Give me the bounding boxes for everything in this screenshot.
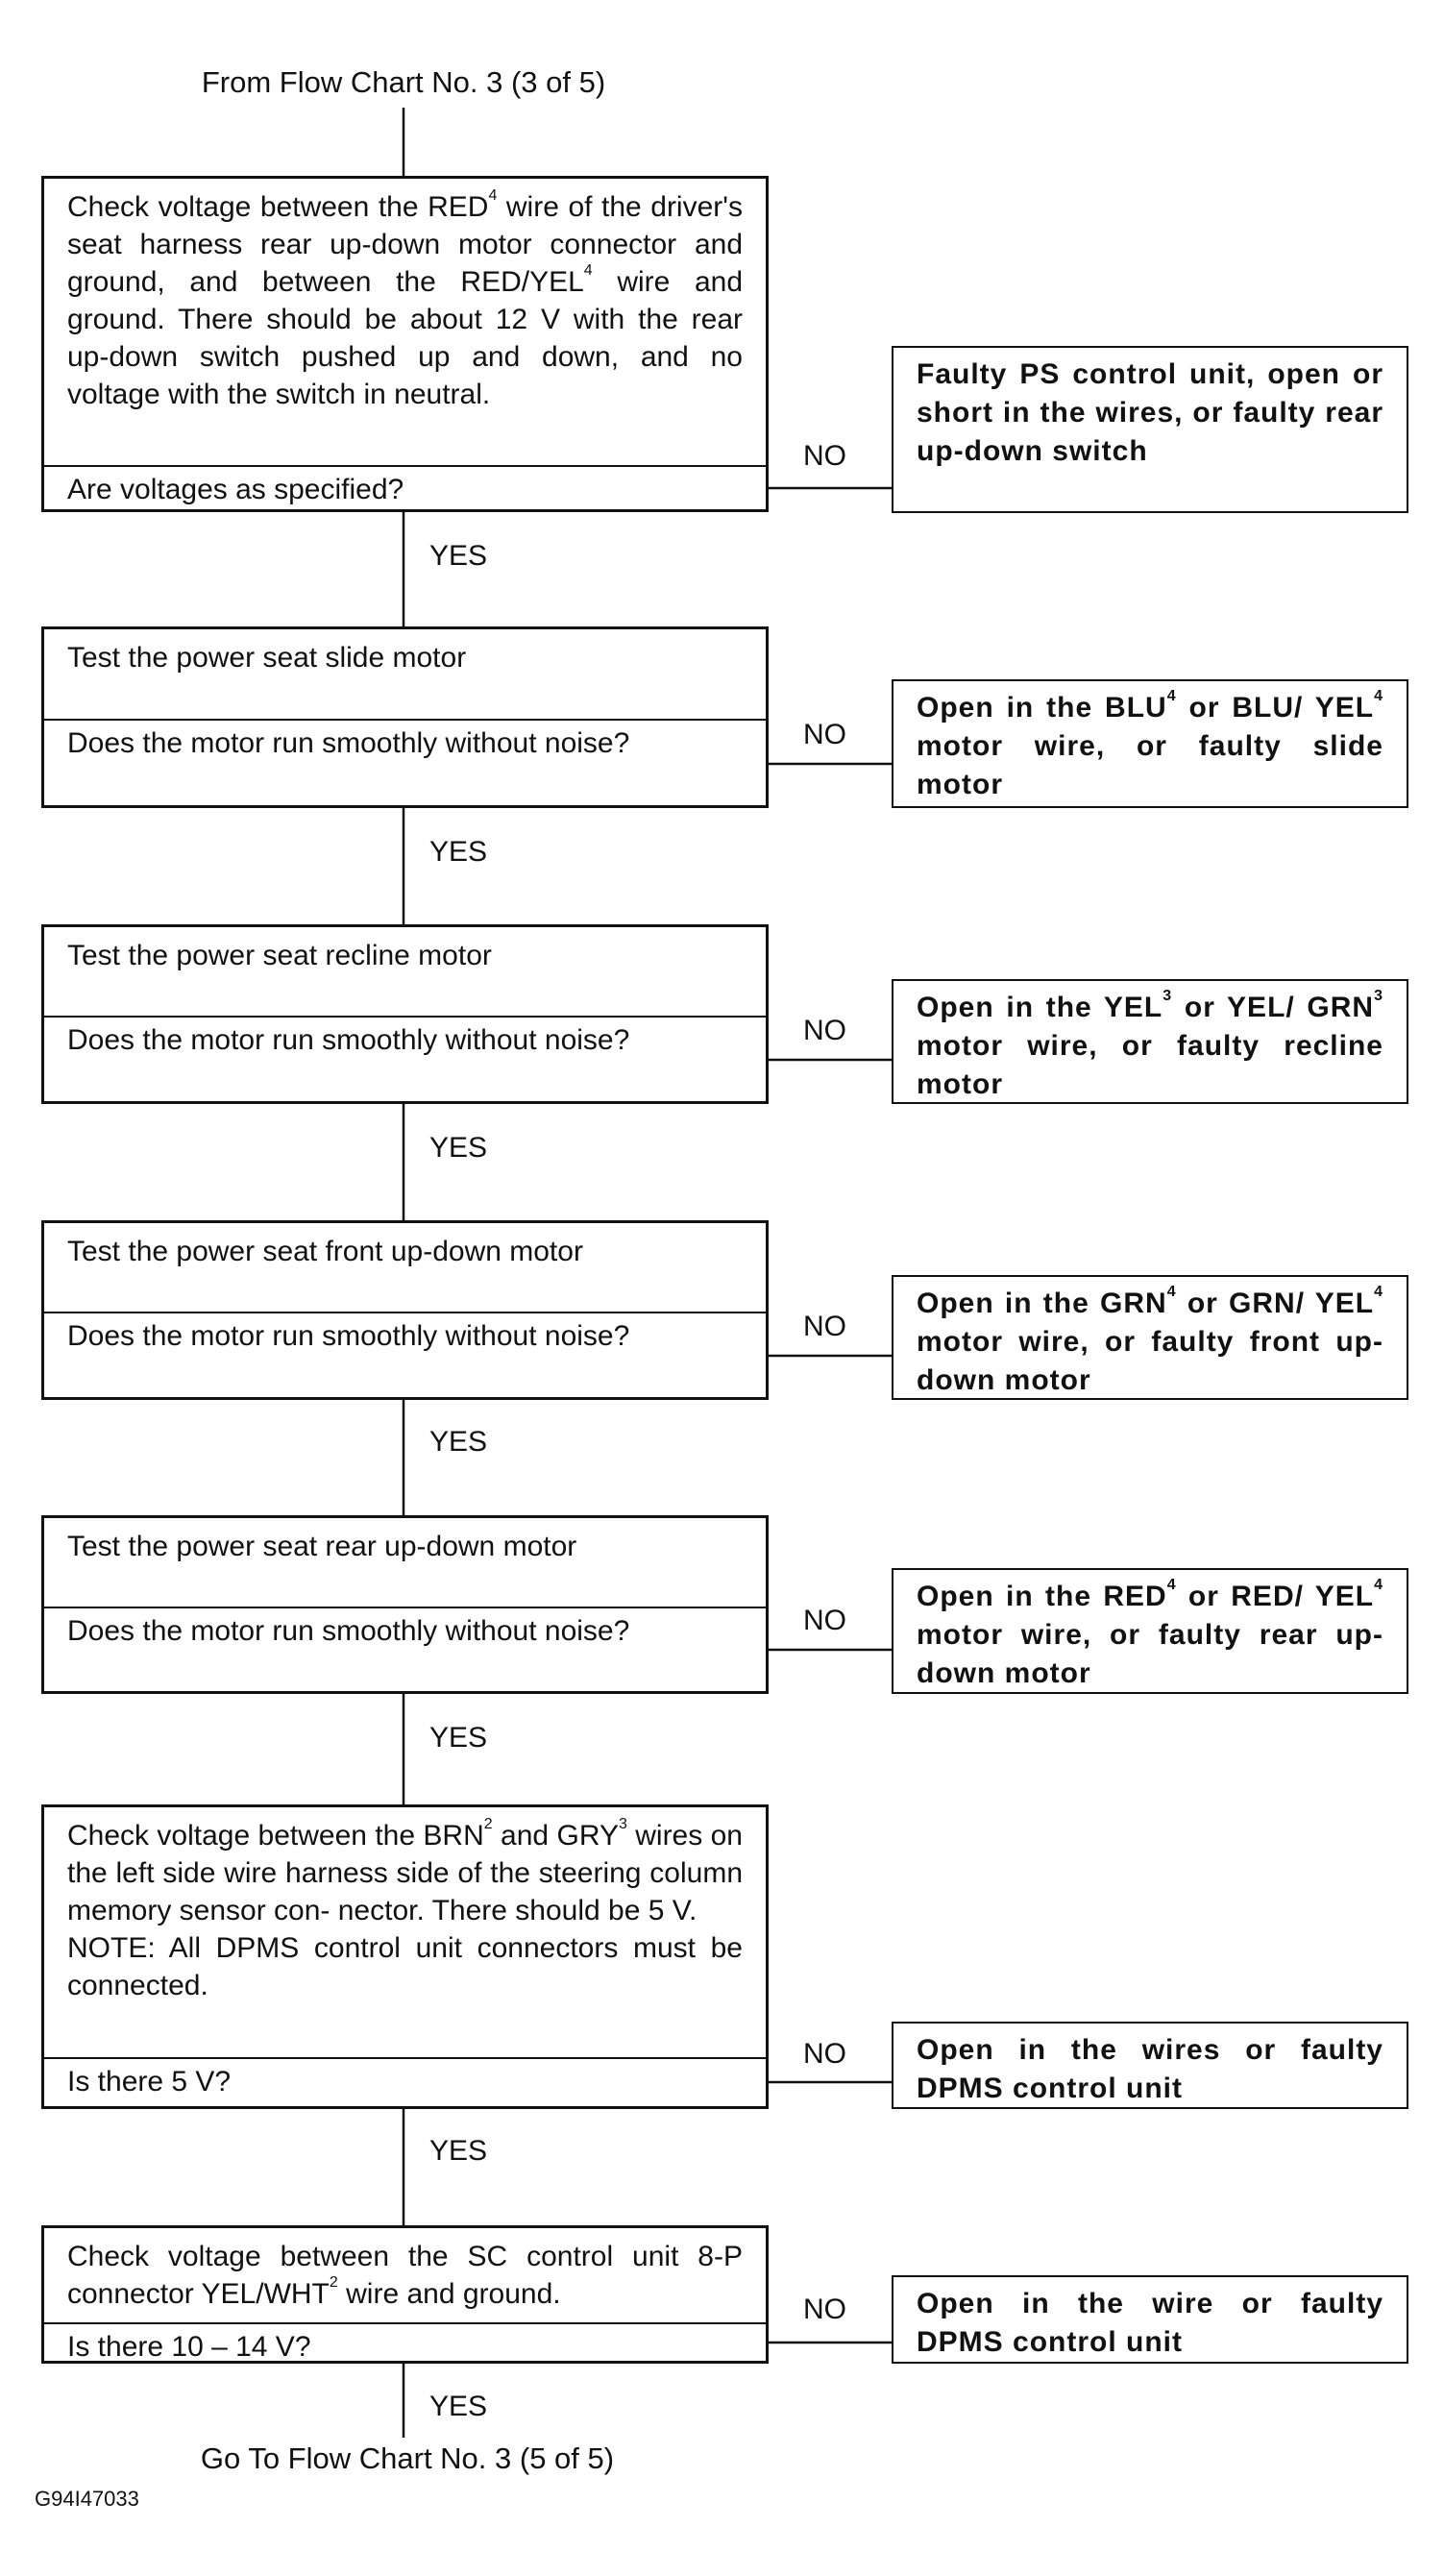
step-6-question: Is there 5 V? (44, 2057, 766, 2100)
step-4-no-result: Open in the GRN4 or GRN/ YEL4 motor wire… (892, 1275, 1408, 1400)
end-terminal: Go To Flow Chart No. 3 (5 of 5) (200, 2441, 615, 2475)
yes-label-1: YES (429, 540, 488, 572)
step-1-action: Check voltage between the RED4 wire of t… (67, 187, 743, 411)
yes-label-5: YES (429, 1722, 488, 1754)
step-2-action: Test the power seat slide motor (67, 642, 467, 674)
yes-label-2: YES (429, 836, 488, 868)
step-7-action: Check voltage between the SC control uni… (67, 2241, 743, 2310)
step-5-box: Test the power seat rear up-down motor D… (41, 1515, 769, 1694)
yes-label-6: YES (429, 2135, 488, 2167)
step-7-question: Is there 10 – 14 V? (44, 2322, 766, 2366)
no-label-7: NO (803, 2294, 846, 2325)
step-3-box: Test the power seat recline motor Does t… (41, 924, 769, 1104)
step-7-no-result: Open in the wire or faulty DPMS control … (892, 2275, 1408, 2364)
no-label-1: NO (803, 440, 846, 472)
step-6-action: Check voltage between the BRN2 and GRY3 … (67, 1816, 743, 2002)
figure-id: G94I47033 (35, 2487, 139, 2511)
step-6-no-result: Open in the wires or faulty DPMS control… (892, 2022, 1408, 2109)
step-2-question: Does the motor run smoothly without nois… (44, 719, 766, 762)
step-3-no-result: Open in the YEL3 or YEL/ GRN3 motor wire… (892, 979, 1408, 1104)
step-6-box: Check voltage between the BRN2 and GRY3 … (41, 1804, 769, 2109)
no-label-6: NO (803, 2038, 846, 2070)
step-2-no-result: Open in the BLU4 or BLU/ YEL4 motor wire… (892, 679, 1408, 808)
yes-label-7: YES (429, 2391, 488, 2422)
start-terminal: From Flow Chart No. 3 (3 of 5) (201, 65, 606, 99)
step-1-question: Are voltages as specified? (44, 465, 766, 508)
step-7-box: Check voltage between the SC control uni… (41, 2225, 769, 2364)
step-3-action: Test the power seat recline motor (67, 940, 492, 971)
step-5-action: Test the power seat rear up-down motor (67, 1531, 577, 1562)
step-5-question: Does the motor run smoothly without nois… (44, 1607, 766, 1650)
step-1-no-result: Faulty PS control unit, open or short in… (892, 346, 1408, 513)
step-4-box: Test the power seat front up-down motor … (41, 1220, 769, 1400)
no-label-3: NO (803, 1015, 846, 1046)
no-label-4: NO (803, 1311, 846, 1342)
step-3-question: Does the motor run smoothly without nois… (44, 1016, 766, 1059)
step-4-action: Test the power seat front up-down motor (67, 1236, 583, 1267)
step-5-no-result: Open in the RED4 or RED/ YEL4 motor wire… (892, 1568, 1408, 1694)
yes-label-4: YES (429, 1426, 488, 1458)
no-label-2: NO (803, 719, 846, 750)
no-label-5: NO (803, 1605, 846, 1636)
step-1-box: Check voltage between the RED4 wire of t… (41, 176, 769, 512)
yes-label-3: YES (429, 1132, 488, 1164)
step-4-question: Does the motor run smoothly without nois… (44, 1312, 766, 1355)
step-2-box: Test the power seat slide motor Does the… (41, 626, 769, 808)
